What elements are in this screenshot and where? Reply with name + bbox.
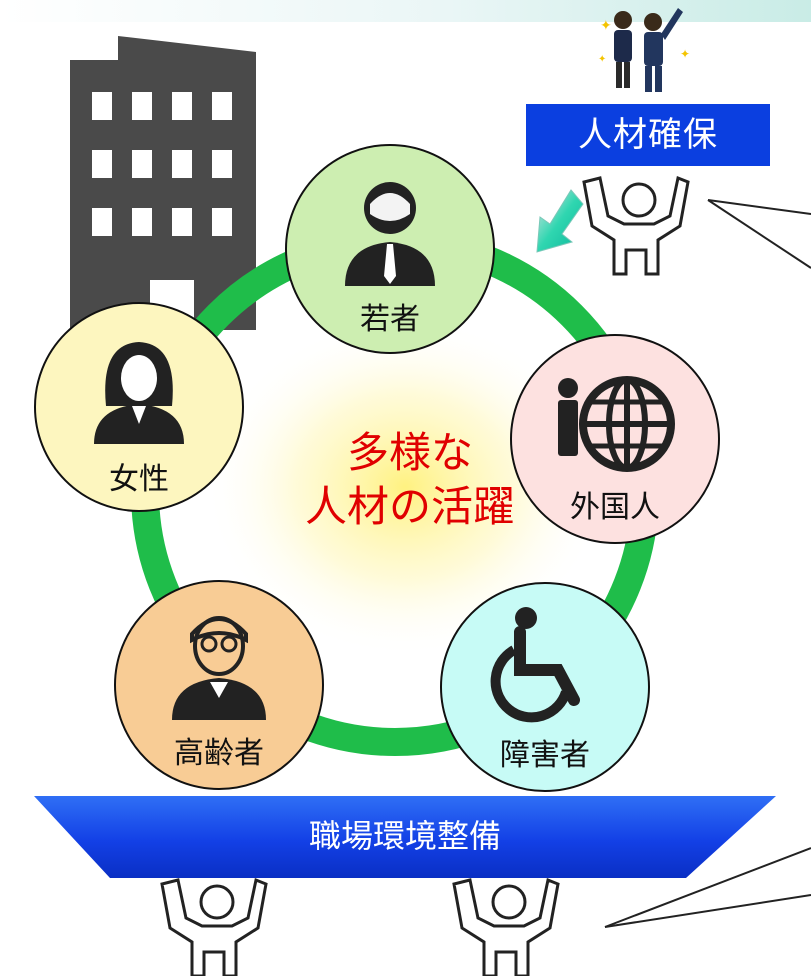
group-elderly-label: 高齢者: [174, 736, 264, 771]
elderly-person-icon: [172, 616, 266, 720]
down-arrow-icon: [536, 189, 584, 253]
building-icon: [70, 36, 256, 330]
young-person-icon: [345, 182, 435, 286]
wheelchair-icon: [490, 607, 580, 723]
group-elderly-circle: 高齢者: [114, 580, 324, 790]
group-foreign-circle: 外国人: [510, 334, 720, 544]
group-young-circle: 若者: [285, 144, 495, 354]
woman-icon: [94, 342, 184, 444]
globe-person-icon: [558, 376, 675, 472]
group-women-circle: 女性: [34, 302, 244, 512]
lifting-person-icon: [582, 175, 690, 276]
svg-text:✦: ✦: [680, 47, 690, 61]
center-text-line1: 多様な: [346, 428, 473, 477]
svg-text:✦: ✦: [598, 54, 606, 65]
group-foreign-label: 外国人: [570, 490, 660, 525]
center-glow: [205, 317, 605, 657]
business-people-icon: ✦ ✦ ✦: [598, 8, 690, 92]
group-women-label: 女性: [109, 462, 169, 497]
svg-text:✦: ✦: [600, 18, 612, 34]
lifting-person-left-icon: [160, 877, 268, 976]
center-text-line2: 人材の活躍: [304, 482, 515, 531]
top-gradient-band: [0, 0, 811, 22]
group-disabled-circle: 障害者: [440, 582, 650, 792]
bottom-banner-shape: [34, 796, 776, 878]
group-young-label: 若者: [360, 302, 420, 337]
talent-acquisition-label: 人材確保: [526, 104, 770, 166]
lifting-person-right-icon: [452, 877, 560, 976]
callout-lines: [604, 199, 811, 928]
group-disabled-label: 障害者: [500, 738, 590, 773]
workplace-environment-label: 職場環境整備: [308, 817, 501, 855]
